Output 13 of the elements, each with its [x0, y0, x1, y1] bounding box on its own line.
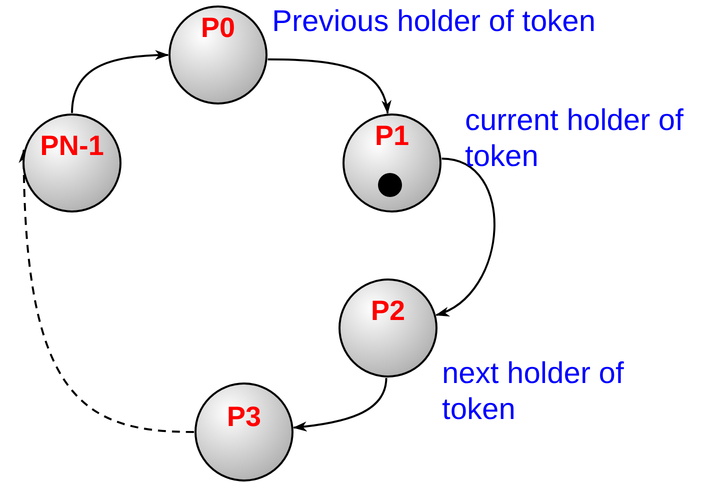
node-label: P2 [370, 296, 406, 326]
arrow [435, 158, 496, 316]
annotation-text: next holder of token [442, 356, 625, 428]
arrow [18, 149, 194, 433]
arrow [268, 58, 390, 114]
node-label: P1 [374, 121, 410, 151]
arrow [292, 378, 388, 432]
arrow [71, 50, 169, 114]
annotation-text: current holder of token [465, 103, 684, 175]
annotation-text: Previous holder of token [272, 4, 597, 40]
node-label: P0 [200, 13, 236, 43]
node-label: P3 [226, 402, 262, 432]
node-label: PN-1 [39, 131, 105, 161]
